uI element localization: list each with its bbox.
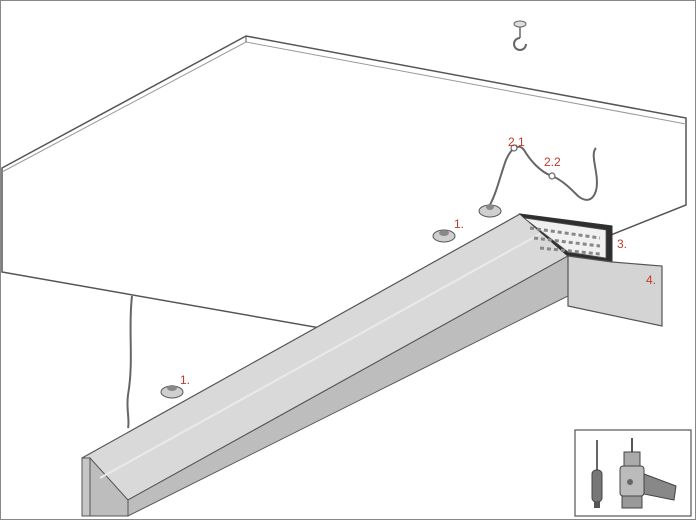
tools-panel: [574, 429, 692, 517]
label-end-cap: 4.: [646, 273, 656, 287]
drill-icon: [619, 438, 677, 509]
profile-end-insert: [518, 213, 613, 263]
label-hook-mount: 1.: [454, 217, 464, 231]
screwdriver-icon: [591, 440, 603, 508]
label-profile-insert: 3.: [617, 237, 627, 251]
end-cap: [567, 255, 663, 327]
label-cable-point-a: 2.1: [508, 135, 525, 149]
label-hook-mount-lower: 1.: [180, 373, 190, 387]
ceiling-mount-icon: [432, 229, 456, 243]
suspension-cable-left: [126, 295, 133, 429]
ceiling-mount-icon: [478, 204, 502, 218]
ceiling-mount-lower-icon: [160, 385, 184, 399]
led-profile: [80, 213, 570, 517]
label-cable-point-b: 2.2: [544, 155, 561, 169]
cable-gripper-icon: [510, 144, 518, 152]
ceiling-hook-icon: [513, 20, 527, 51]
cable-clamp-icon: [548, 172, 556, 180]
